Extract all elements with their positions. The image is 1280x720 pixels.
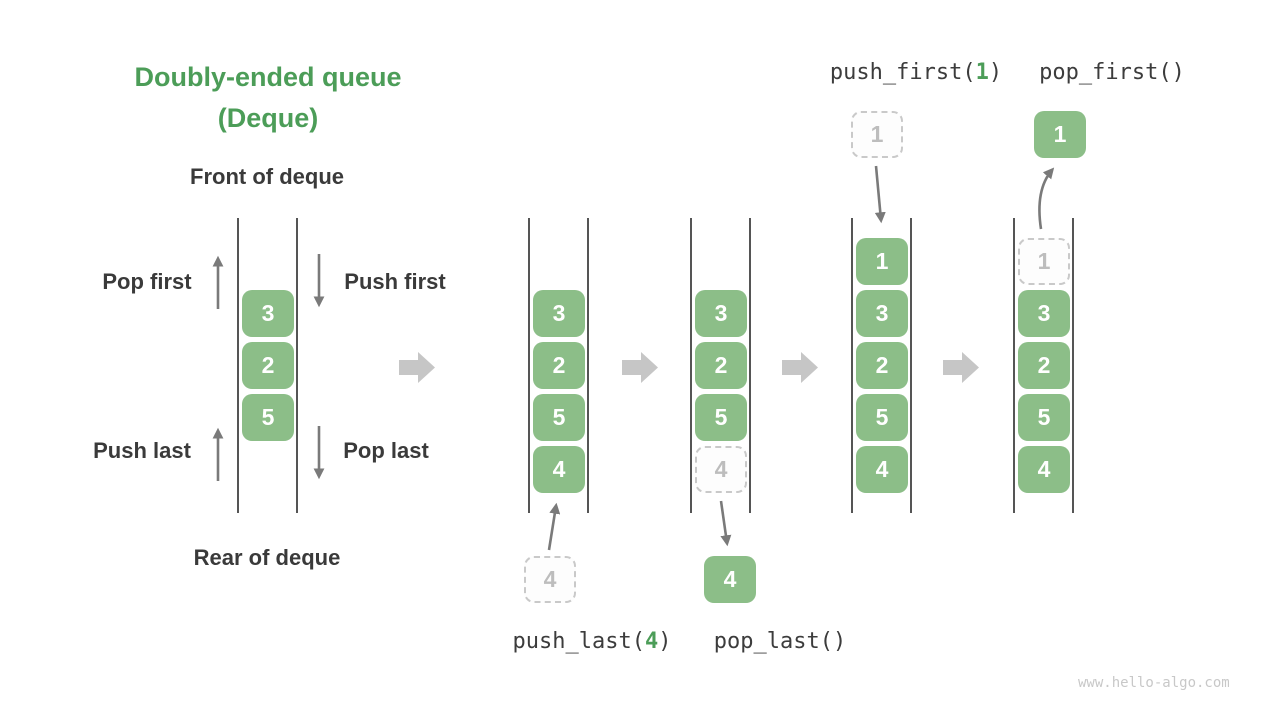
deque-cell: 2 — [533, 342, 585, 389]
deque-state-after-push-last: 3 2 5 4 — [528, 218, 589, 513]
code-arg: 1 — [975, 60, 989, 85]
front-of-deque-label: Front of deque — [190, 164, 344, 189]
transition-arrow-icon — [943, 352, 979, 383]
deque-cell: 2 — [856, 342, 908, 389]
deque-state-pop-last: 3 2 5 4 — [690, 218, 751, 513]
title-line-1: Doubly-ended queue — [134, 62, 402, 92]
push-last-incoming-value: 4 — [524, 556, 576, 603]
diagram-title: Doubly-ended queue (Deque) — [134, 57, 401, 139]
deque-cell: 5 — [856, 394, 908, 441]
deque-wall-left — [1013, 218, 1015, 513]
code-text: push_first( — [829, 60, 976, 85]
transition-arrow-icon — [782, 352, 818, 383]
deque-wall-left — [528, 218, 530, 513]
code-text: ) — [988, 60, 1003, 85]
pop-last-label: Pop last — [343, 438, 429, 463]
deque-wall-right — [910, 218, 912, 513]
deque-cell: 5 — [1018, 394, 1070, 441]
deque-wall-right — [749, 218, 751, 513]
deque-cell: 5 — [533, 394, 585, 441]
deque-ghost-cell: 1 — [1018, 238, 1070, 285]
push-first-code-label: push_first(1) — [830, 60, 1002, 85]
deque-wall-left — [237, 218, 239, 513]
deque-cell: 3 — [1018, 290, 1070, 337]
deque-wall-right — [1072, 218, 1074, 513]
push-first-label: Push first — [344, 269, 446, 294]
deque-wall-right — [296, 218, 298, 513]
rear-of-deque-label: Rear of deque — [193, 545, 341, 570]
deque-cell: 3 — [242, 290, 294, 337]
deque-wall-left — [690, 218, 692, 513]
watermark: www.hello-algo.com — [1078, 675, 1230, 691]
deque-ghost-cell: 4 — [695, 446, 747, 493]
deque-cell: 3 — [695, 290, 747, 337]
deque-cell: 3 — [856, 290, 908, 337]
deque-cell: 4 — [1018, 446, 1070, 493]
pop-last-code-label: pop_last() — [713, 629, 847, 654]
deque-wall-right — [587, 218, 589, 513]
deque-cell: 3 — [533, 290, 585, 337]
code-arg: 4 — [644, 629, 659, 654]
pop-first-popped-value: 1 — [1034, 111, 1086, 158]
pop-last-popped-value: 4 — [704, 556, 756, 603]
code-text: ) — [658, 629, 672, 654]
pop-first-label: Pop first — [102, 269, 192, 294]
deque-cell: 2 — [695, 342, 747, 389]
deque-cell: 4 — [856, 446, 908, 493]
deque-cell: 5 — [242, 394, 294, 441]
deque-cell: 2 — [1018, 342, 1070, 389]
deque-cell: 2 — [242, 342, 294, 389]
code-text: push_last( — [512, 629, 645, 654]
push-last-code-label: push_last(4) — [513, 629, 672, 654]
title-line-2: (Deque) — [217, 103, 319, 133]
deque-cell: 4 — [533, 446, 585, 493]
push-first-op-arrow-icon — [874, 165, 886, 224]
push-first-incoming-value: 1 — [851, 111, 903, 158]
transition-arrow-icon — [622, 352, 658, 383]
deque-cell: 1 — [856, 238, 908, 285]
deque-cell: 5 — [695, 394, 747, 441]
push-last-label: Push last — [93, 438, 191, 463]
deque-state-initial: 3 2 5 — [237, 218, 298, 513]
deque-state-pop-first: 1 3 2 5 4 — [1013, 218, 1074, 513]
deque-state-after-push-first: 1 3 2 5 4 — [851, 218, 912, 513]
deque-wall-left — [851, 218, 853, 513]
pop-first-code-label: pop_first() — [1039, 60, 1185, 85]
transition-arrow-icon — [399, 352, 435, 383]
